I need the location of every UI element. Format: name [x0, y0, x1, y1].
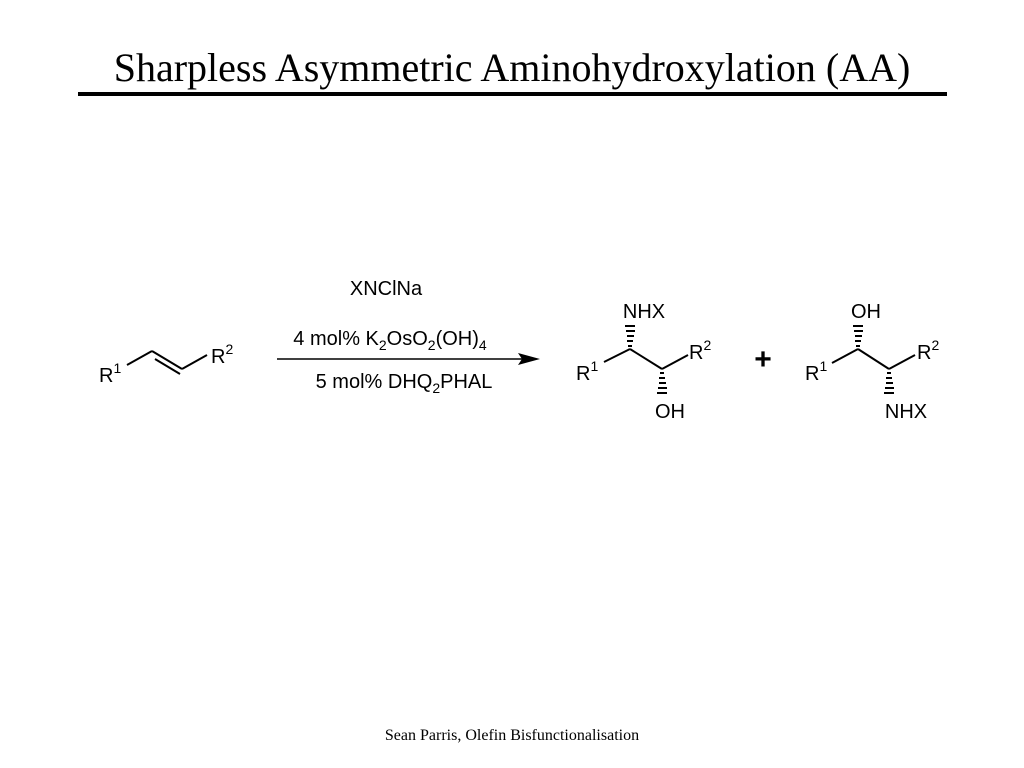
double-bond-inner [154, 358, 181, 375]
reaction-conditions: XNClNa 4 mol% K2OsO2(OH)4 5 mol% DHQ2PHA… [277, 278, 540, 396]
product1-r2: R2 [689, 337, 711, 364]
bond-r1-c1 [126, 350, 153, 366]
bond-cb-r2 [888, 354, 916, 370]
bond-cb-r2 [661, 354, 689, 370]
product2-r1: R1 [805, 358, 827, 385]
product-1: NHX R1 R2 OH [576, 301, 711, 423]
plus-sign: + [754, 343, 772, 376]
product1-bottom-group: OH [655, 401, 685, 423]
product-2: OH R1 R2 NHX [805, 301, 939, 423]
product2-r2: R2 [917, 337, 939, 364]
product1-r1: R1 [576, 358, 598, 385]
hashed-bond-nhx [884, 372, 894, 394]
product2-bottom-group: NHX [885, 401, 927, 423]
bond-c2-r2 [181, 354, 208, 370]
bond-ca-cb [629, 348, 663, 370]
double-bond-outer [151, 350, 183, 370]
product2-top-group: OH [851, 301, 881, 323]
reagent-ligand: 5 mol% DHQ2PHAL [316, 371, 493, 396]
reagent-catalyst: 4 mol% K2OsO2(OH)4 [293, 328, 487, 353]
reactant-r2: R2 [211, 341, 233, 368]
slide-footer: Sean Parris, Olefin Bisfunctionalisation [384, 727, 640, 744]
hashed-bond-oh [853, 325, 863, 347]
reactant-r1: R1 [99, 360, 121, 387]
reaction-arrowhead [518, 353, 540, 365]
bond-r1-ca [831, 348, 859, 364]
reagent-top: XNClNa [350, 278, 423, 300]
product1-top-group: NHX [623, 301, 665, 323]
hashed-bond-oh [657, 372, 667, 394]
title-underline [78, 92, 947, 96]
reactant-alkene: R1 R2 [99, 341, 233, 387]
bond-ca-cb [857, 348, 890, 370]
slide-title: Sharpless Asymmetric Aminohydroxylation … [113, 45, 911, 90]
hashed-bond-nhx [625, 325, 635, 347]
bond-r1-ca [603, 348, 631, 363]
